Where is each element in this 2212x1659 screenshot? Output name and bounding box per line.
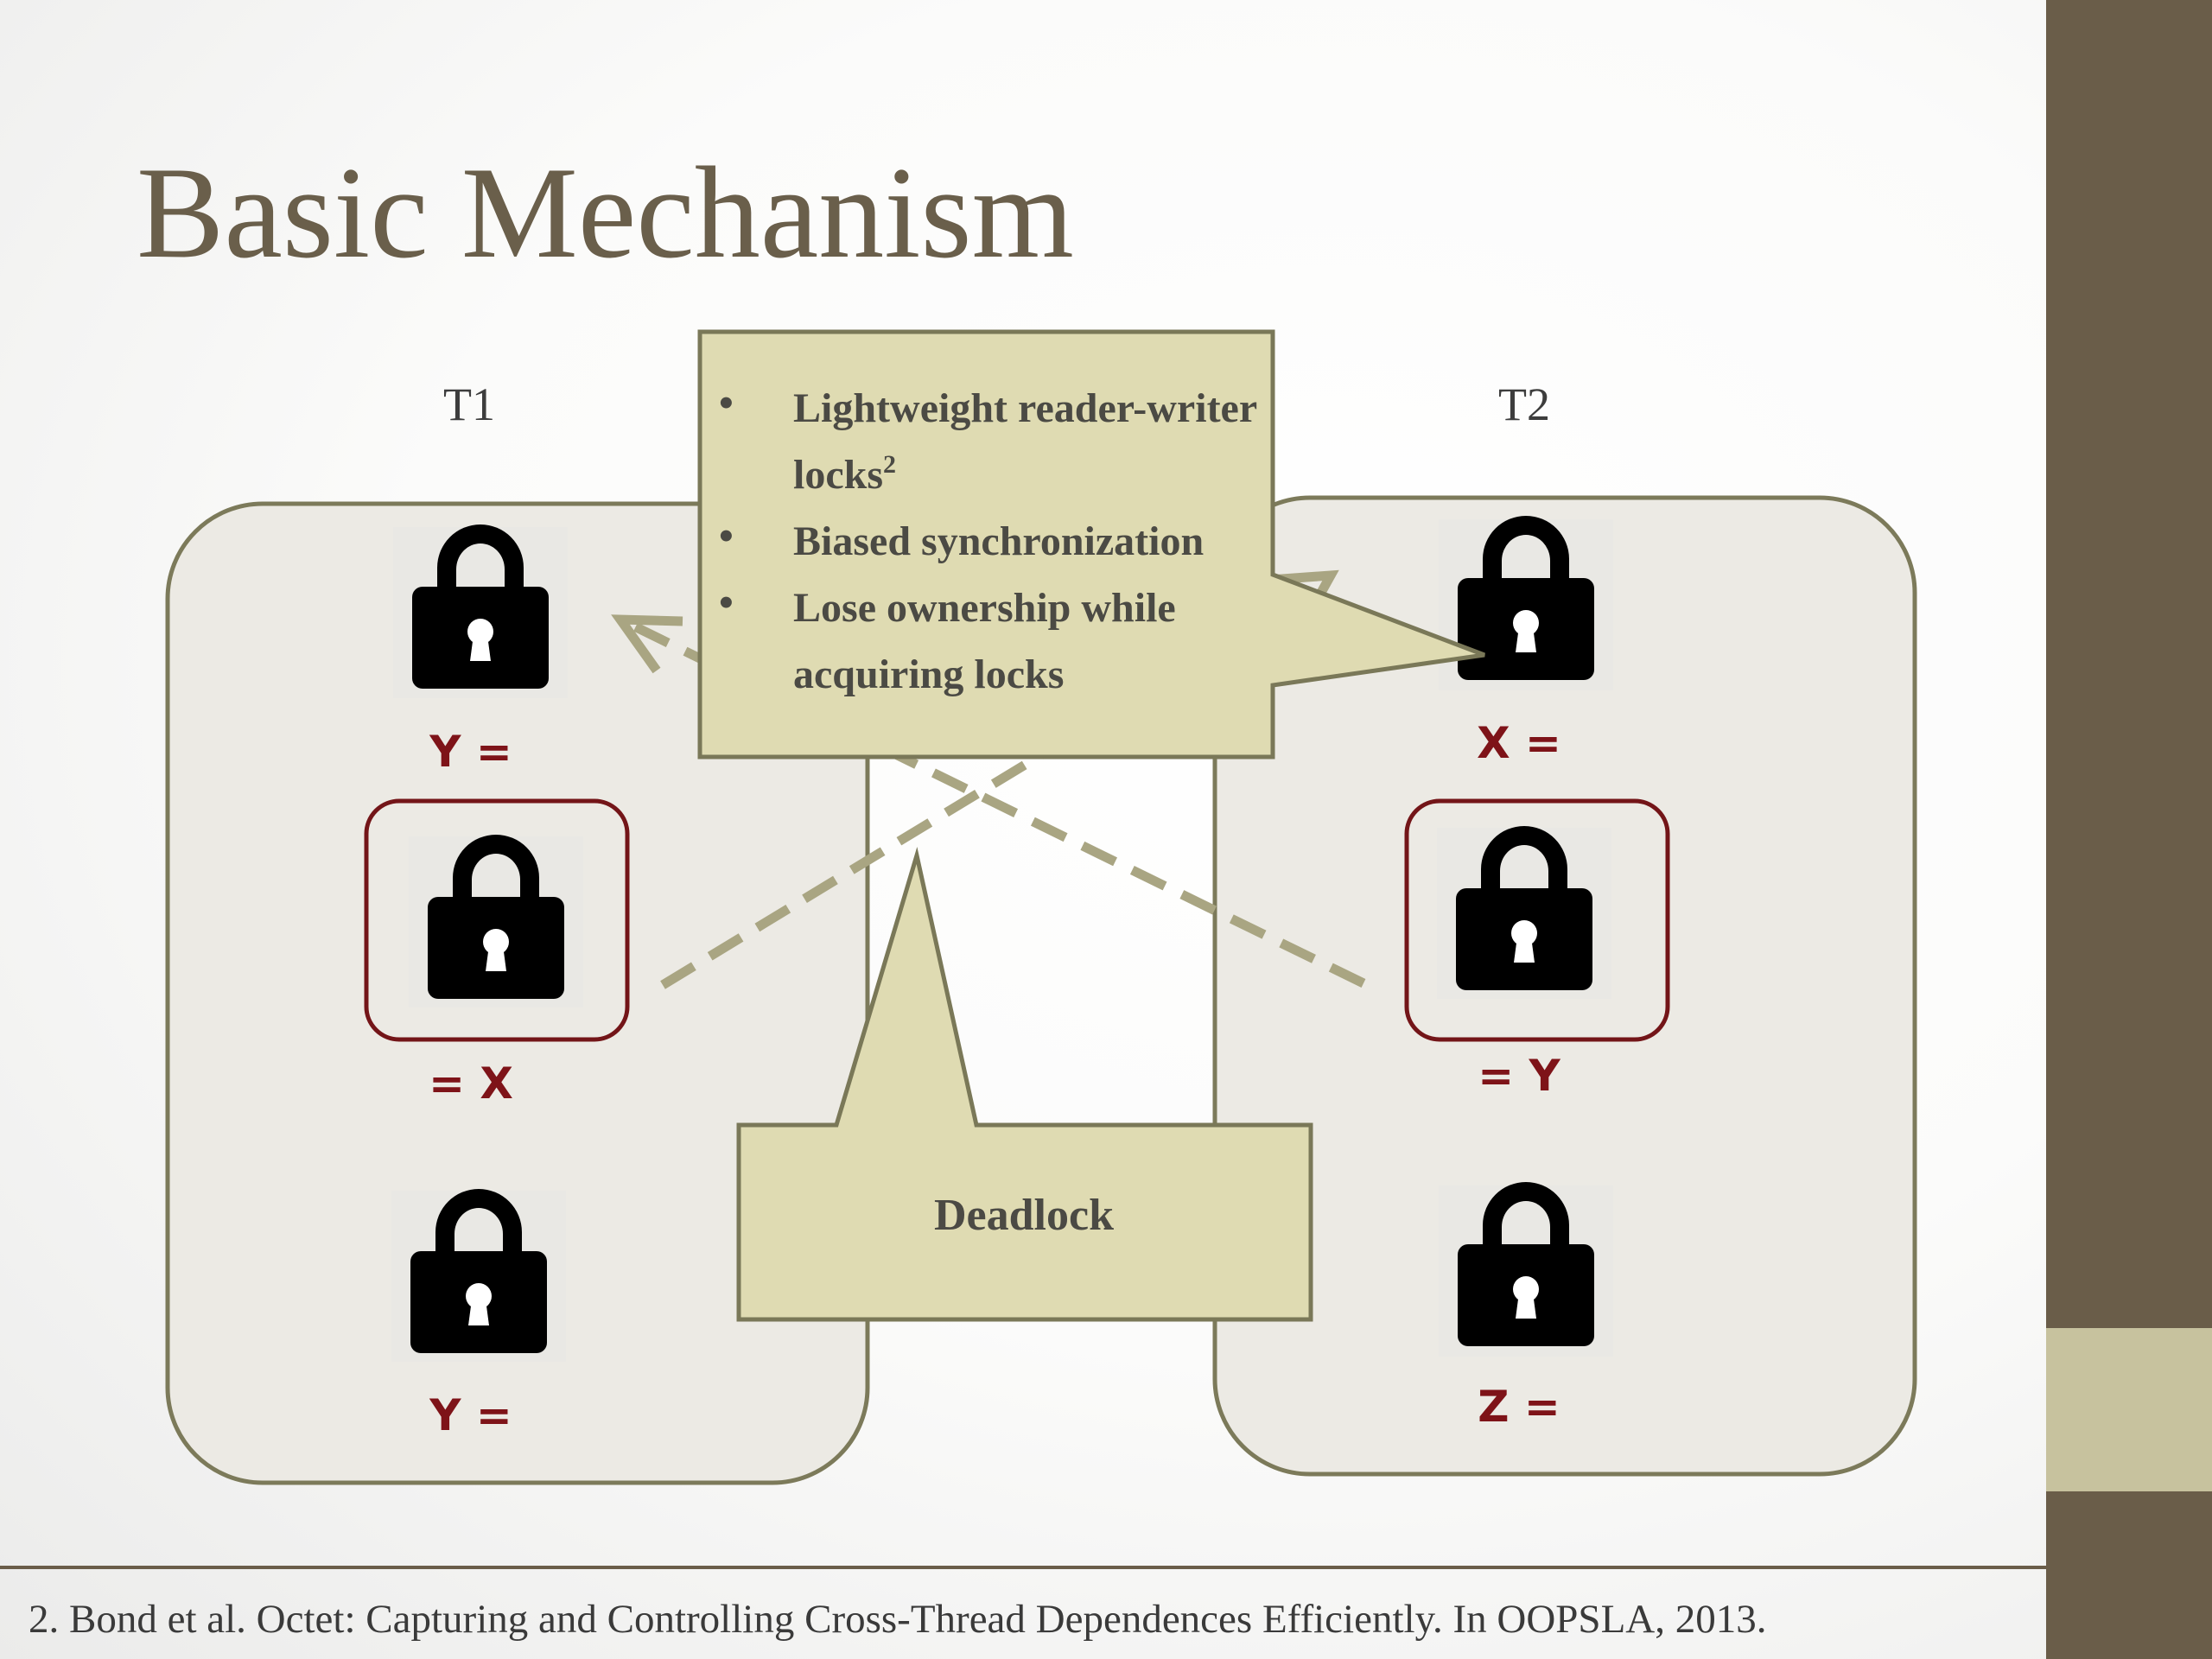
thread-label-t1: T1	[443, 378, 495, 430]
access-label-t1-2: = X	[429, 1058, 513, 1109]
lock-info-item: Biased synchronization	[717, 503, 1270, 575]
access-label-t1-1: Y =	[429, 727, 512, 777]
access-label-t2-2: = Y	[1478, 1051, 1560, 1101]
lock-info-item: Lightweight reader-writer locks2	[717, 370, 1270, 508]
footnote-divider	[0, 1566, 2046, 1569]
access-label-t2-1: X =	[1477, 718, 1561, 768]
footnote: 2. Bond et al. Octet: Capturing and Cont…	[29, 1597, 1767, 1642]
thread-label-t2: T2	[1498, 378, 1550, 430]
access-label-t1-3: Y =	[429, 1390, 512, 1440]
access-label-t2-3: Z =	[1478, 1382, 1560, 1432]
lock-info-list: Lightweight reader-writer locks2 Biased …	[717, 370, 1270, 708]
sidebar-accent-decoration	[2046, 1328, 2212, 1491]
slide-title: Basic Mechanism	[137, 140, 1074, 285]
deadlock-label: Deadlock	[934, 1191, 1114, 1240]
highlight-t1-read-x	[364, 798, 630, 1042]
lock-info-item: Lose ownership while acquiring locks	[717, 569, 1270, 708]
arrowhead-t1	[611, 614, 683, 674]
deadlock-callout	[736, 847, 1313, 1322]
highlight-t2-read-y	[1404, 798, 1670, 1042]
